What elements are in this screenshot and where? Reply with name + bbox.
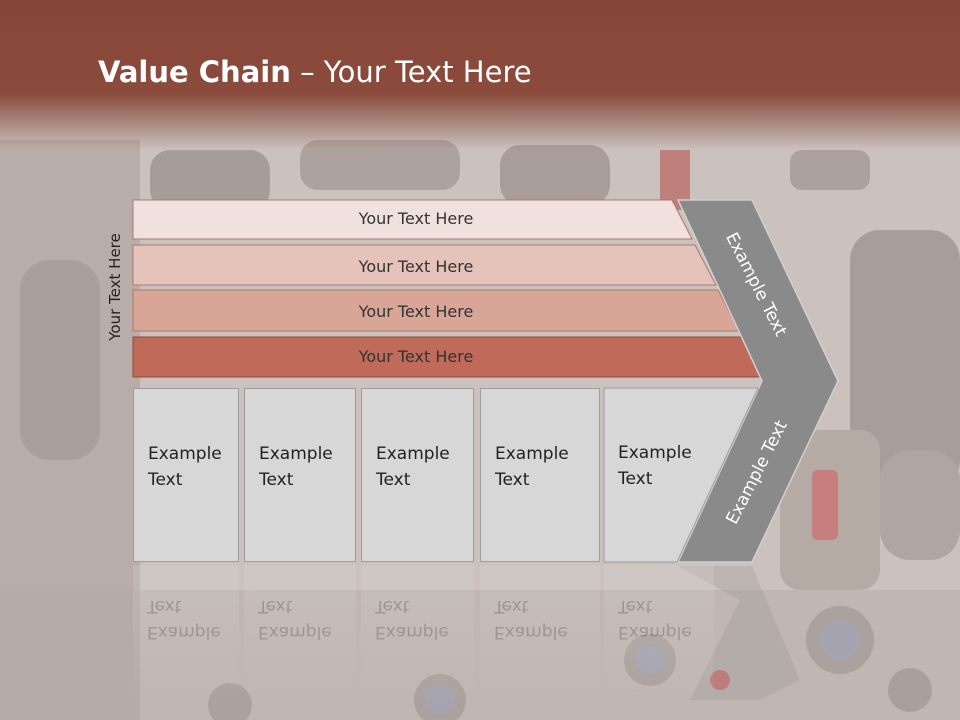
box-5-shape bbox=[603, 387, 759, 563]
header-band bbox=[0, 0, 960, 150]
row-bar-2 bbox=[132, 244, 717, 286]
chevron-reflection bbox=[678, 566, 800, 700]
row-label-2: Your Text Here bbox=[358, 257, 474, 276]
chevron-arrow bbox=[676, 199, 839, 563]
row-label-4: Your Text Here bbox=[358, 347, 474, 366]
page-title: Value Chain – Your Text Here bbox=[98, 55, 532, 89]
row-bar-1 bbox=[132, 199, 693, 240]
title-rest: – Your Text Here bbox=[290, 55, 532, 89]
row-label-1: Your Text Here bbox=[358, 209, 474, 228]
row-label-3: Your Text Here bbox=[358, 302, 474, 321]
title-bold: Value Chain bbox=[98, 55, 291, 89]
